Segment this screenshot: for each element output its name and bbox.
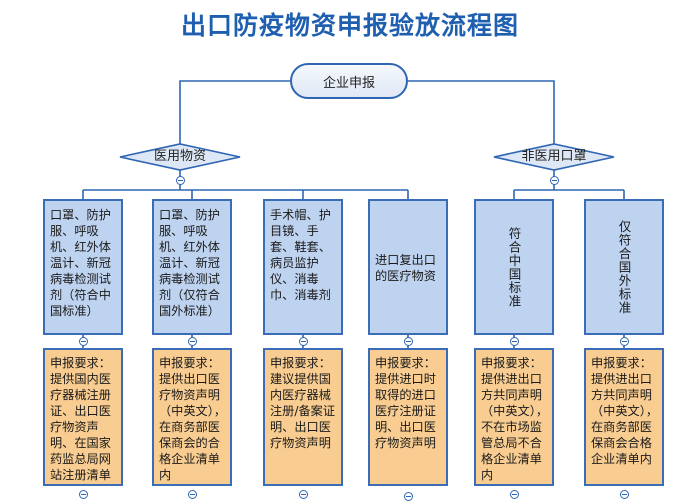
requirement-box: 申报要求：建议提供国内医疗器械注册/备案证明、出口医疗物资声明 bbox=[263, 348, 343, 486]
item-box: 口罩、防护服、呼吸机、红外体温计、新冠病毒检测试剂（符合中国标准） bbox=[43, 199, 123, 335]
collapse-icon[interactable] bbox=[176, 176, 185, 185]
requirement-box: 申报要求：提供进出口方共同声明（中英文），不在市场监管总局不合格企业清单内 bbox=[474, 348, 554, 486]
connector-nonmedical-bus bbox=[514, 170, 624, 191]
item-description: 仅符合国外标准 bbox=[616, 219, 632, 315]
requirement-text: 申报要求：建议提供国内医疗器械注册/备案证明、出口医疗物资声明 bbox=[270, 356, 336, 450]
requirement-box: 申报要求：提供国内医疗器械注册证、出口医疗物资声明、在国家药监总局网站注册清单内 bbox=[43, 348, 123, 486]
item-description: 口罩、防护服、呼吸机、红外体温计、新冠病毒检测试剂（符合中国标准） bbox=[50, 208, 111, 318]
requirement-box: 申报要求：提供出口医疗物资声明（中英文），在商务部医保商会的合格企业清单内 bbox=[152, 348, 232, 486]
item-description: 符合中国标准 bbox=[506, 226, 522, 308]
category-label-medical: 医用物资 bbox=[153, 149, 206, 164]
category-diamond-nonmedical bbox=[493, 143, 615, 171]
collapse-icon[interactable] bbox=[404, 337, 413, 346]
root-node: 企业申报 bbox=[290, 63, 408, 99]
requirement-box: 申报要求：提供进出口方共同声明（中英文），在商务部医保商会合格企业清单内 bbox=[584, 348, 664, 486]
item-box: 符合中国标准 bbox=[474, 199, 554, 335]
collapse-icon[interactable] bbox=[299, 490, 308, 499]
collapse-icon[interactable] bbox=[299, 337, 308, 346]
category-diamond-medical bbox=[119, 143, 241, 171]
category-label-nonmedical: 非医用口罩 bbox=[521, 149, 587, 164]
item-description: 进口复出口的医疗物资 bbox=[375, 253, 436, 283]
diagram-title: 出口防疫物资申报验放流程图 bbox=[180, 11, 519, 40]
collapse-icon[interactable] bbox=[620, 337, 629, 346]
requirement-text: 申报要求：提供国内医疗器械注册证、出口医疗物资声明、在国家药监总局网站注册清单内 bbox=[50, 356, 111, 482]
connector-root-to-medical bbox=[179, 80, 290, 144]
item-description: 手术帽、护目镜、手套、鞋套、病员监护仪、消毒巾、消毒剂 bbox=[270, 208, 331, 302]
collapse-icon[interactable] bbox=[510, 337, 519, 346]
collapse-icon[interactable] bbox=[188, 490, 197, 499]
connector-root-to-nonmedical bbox=[408, 80, 555, 144]
item-box: 仅符合国外标准 bbox=[584, 199, 664, 335]
collapse-icon[interactable] bbox=[79, 337, 88, 346]
collapse-icon[interactable] bbox=[79, 490, 88, 499]
requirement-text: 申报要求：提供进口时取得的进口医疗注册证明、出口医疗物资声明 bbox=[375, 356, 436, 450]
connector-nonmedical-drops bbox=[513, 190, 625, 199]
requirement-text: 申报要求：提供进出口方共同声明（中英文），在商务部医保商会合格企业清单内 bbox=[591, 356, 659, 466]
collapse-icon[interactable] bbox=[188, 337, 197, 346]
requirement-box: 申报要求：提供进口时取得的进口医疗注册证明、出口医疗物资声明 bbox=[368, 348, 448, 486]
item-box: 手术帽、护目镜、手套、鞋套、病员监护仪、消毒巾、消毒剂 bbox=[263, 199, 343, 335]
item-box: 进口复出口的医疗物资 bbox=[368, 199, 448, 335]
collapse-icon[interactable] bbox=[510, 490, 519, 499]
collapse-icon[interactable] bbox=[550, 176, 559, 185]
collapse-icon[interactable] bbox=[404, 492, 413, 501]
collapse-icon[interactable] bbox=[620, 490, 629, 499]
root-label: 企业申报 bbox=[322, 75, 375, 91]
connector-medical-bus bbox=[83, 170, 408, 191]
connector-medical-drops bbox=[82, 190, 409, 199]
requirement-text: 申报要求：提供出口医疗物资声明（中英文），在商务部医保商会的合格企业清单内 bbox=[159, 356, 227, 482]
item-box: 口罩、防护服、呼吸机、红外体温计、新冠病毒检测试剂（仅符合国外标准） bbox=[152, 199, 232, 335]
item-description: 口罩、防护服、呼吸机、红外体温计、新冠病毒检测试剂（仅符合国外标准） bbox=[159, 208, 220, 318]
requirement-text: 申报要求：提供进出口方共同声明（中英文），不在市场监管总局不合格企业清单内 bbox=[481, 356, 549, 482]
connector-level-links bbox=[82, 335, 625, 348]
